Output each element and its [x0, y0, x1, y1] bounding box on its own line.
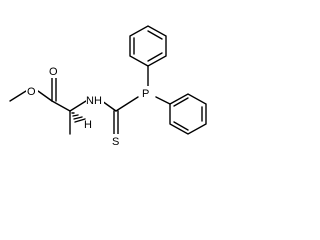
atom-h: H	[84, 119, 92, 131]
bond-o-carbonylc	[37, 90, 53, 102]
atom-o-ester: O	[27, 86, 36, 98]
bond-methyl-o	[9, 90, 27, 102]
atom-s: S	[112, 136, 119, 148]
bond-alphac-n	[69, 100, 87, 112]
atom-o-carbonyl: O	[49, 66, 58, 78]
atom-p: P	[142, 88, 149, 100]
hashed-wedge-h	[71, 112, 86, 123]
bond-carbonylc-alphac	[51, 100, 71, 112]
bond-thioc-p	[115, 96, 139, 112]
atom-nh: NH	[86, 95, 102, 107]
bond-n-thioc	[101, 100, 117, 112]
phenyl-ring-upper	[129, 25, 167, 67]
bond-p-phenyl2	[155, 96, 171, 105]
structure-diagram: O O NH P S H	[9, 25, 207, 148]
phenyl-ring-right	[169, 93, 207, 135]
